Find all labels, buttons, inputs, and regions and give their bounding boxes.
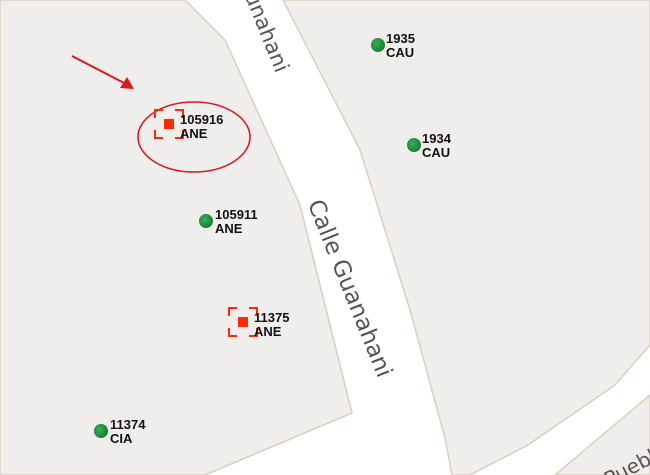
selected-marker-icon[interactable] (228, 307, 258, 337)
marker-id: 1934 (422, 131, 451, 146)
marker-id: 105911 (215, 207, 258, 222)
green-dot-marker-icon[interactable] (371, 38, 385, 52)
marker-code: ANE (180, 126, 208, 141)
annotation-arrow-icon (71, 55, 134, 89)
marker-label[interactable]: 11375 ANE (254, 311, 289, 339)
marker-code: CIA (110, 431, 133, 446)
green-dot-marker-icon[interactable] (407, 138, 421, 152)
marker-id: 11375 (254, 310, 290, 325)
marker-id: 105916 (180, 112, 224, 127)
city-block-right[interactable] (282, 0, 650, 475)
selected-marker-icon[interactable] (154, 109, 184, 139)
city-block-bottom-right[interactable] (553, 394, 650, 475)
marker-code: CAU (386, 45, 415, 60)
marker-id: 11374 (110, 417, 146, 432)
marker-label[interactable]: 105916 ANE (180, 113, 223, 141)
marker-code: ANE (215, 221, 243, 236)
green-dot-marker-icon[interactable] (94, 424, 108, 438)
marker-code: ANE (254, 324, 282, 339)
city-block-left[interactable] (0, 0, 353, 475)
annotation-circle (137, 101, 251, 173)
marker-label[interactable]: 11374 CIA (110, 418, 145, 446)
marker-label[interactable]: 1935 CAU (386, 32, 415, 60)
green-dot-marker-icon[interactable] (199, 214, 213, 228)
marker-code: CAU (422, 145, 451, 160)
marker-id: 1935 (386, 31, 415, 46)
marker-label[interactable]: 1934 CAU (422, 132, 451, 160)
marker-label[interactable]: 105911 ANE (215, 208, 258, 236)
